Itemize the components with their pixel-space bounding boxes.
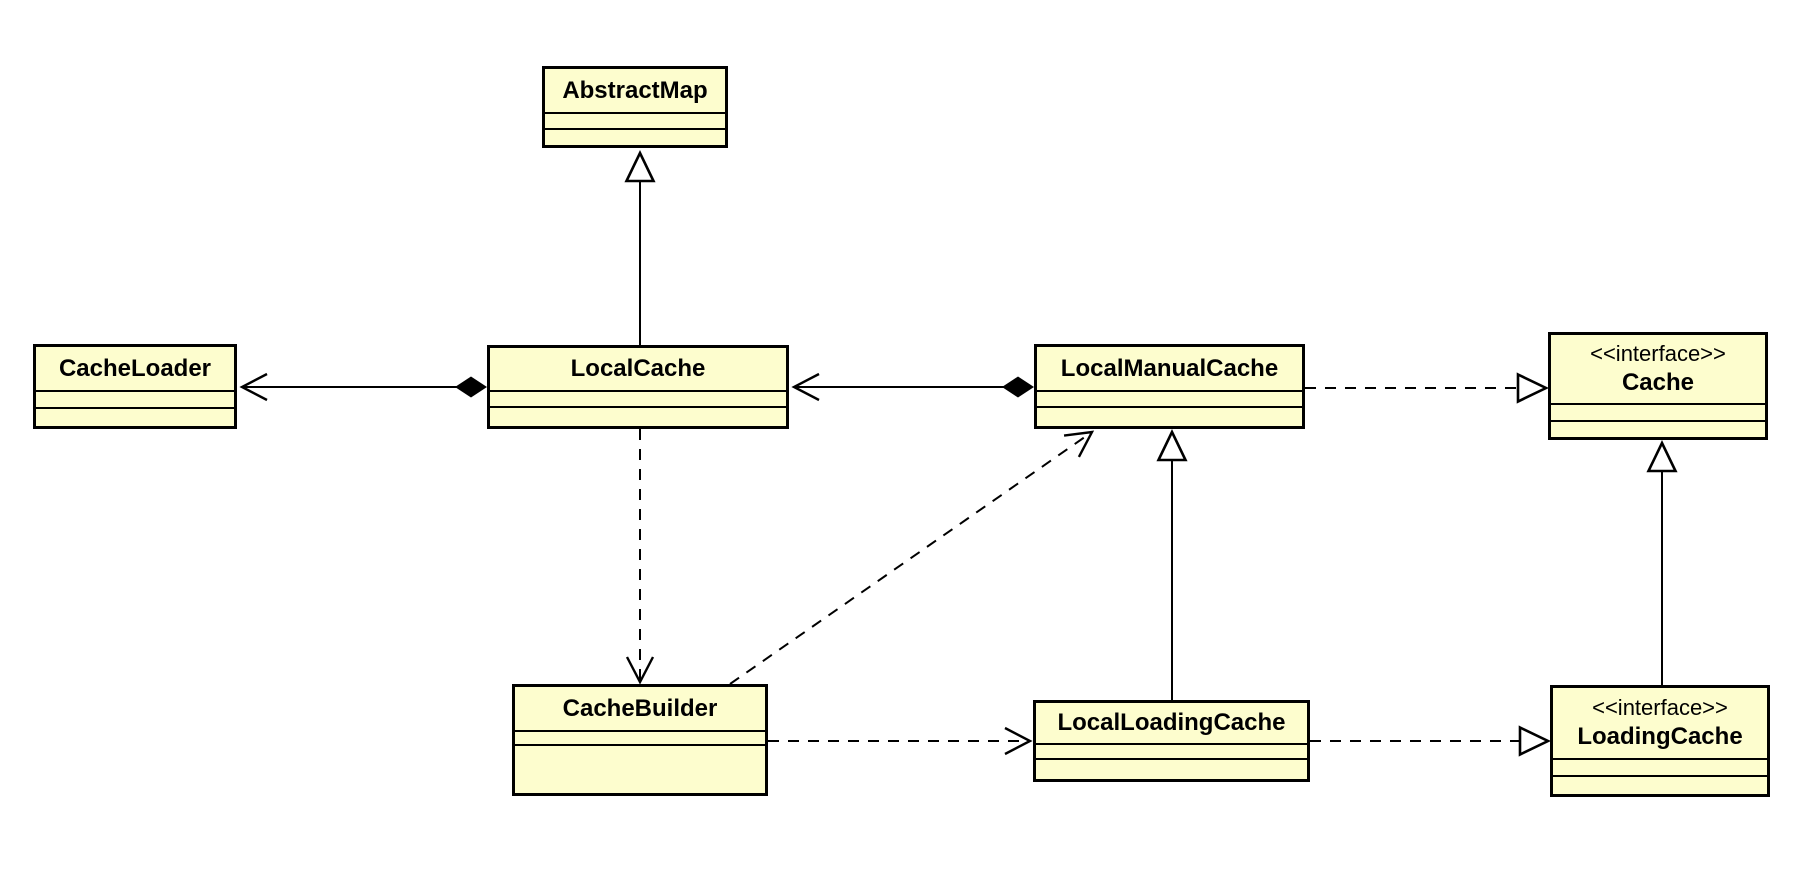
- class-name: LoadingCache: [1577, 722, 1743, 750]
- class-title-compartment: CacheBuilder: [515, 687, 765, 730]
- class-title-compartment: <<interface>> Cache: [1551, 335, 1765, 403]
- attributes-compartment: [545, 112, 725, 128]
- interface-cache: <<interface>> Cache: [1548, 332, 1768, 440]
- class-name: CacheLoader: [58, 354, 212, 382]
- interface-stereotype: <<interface>>: [1592, 694, 1728, 720]
- attributes-compartment: [490, 390, 786, 406]
- class-title-compartment: LocalLoadingCache: [1036, 703, 1307, 743]
- class-title-compartment: <<interface>> LoadingCache: [1553, 688, 1767, 758]
- attributes-compartment: [1036, 743, 1307, 758]
- attributes-compartment: [1037, 390, 1302, 406]
- attributes-compartment: [1553, 758, 1767, 775]
- methods-compartment: [515, 744, 765, 793]
- methods-compartment: [490, 406, 786, 426]
- interface-stereotype: <<interface>>: [1590, 340, 1726, 366]
- class-title-compartment: LocalManualCache: [1037, 347, 1302, 390]
- methods-compartment: [1037, 406, 1302, 426]
- class-name: Cache: [1621, 368, 1695, 396]
- edge-cachebuilder-depends-localmanualcache: [729, 430, 1095, 685]
- class-title-compartment: CacheLoader: [36, 347, 234, 390]
- methods-compartment: [1553, 775, 1767, 794]
- attributes-compartment: [36, 390, 234, 407]
- methods-compartment: [1036, 758, 1307, 779]
- attributes-compartment: [515, 730, 765, 744]
- class-name: LocalCache: [570, 355, 706, 383]
- methods-compartment: [1551, 420, 1765, 437]
- class-cachebuilder: CacheBuilder: [512, 684, 768, 796]
- class-name: LocalManualCache: [1060, 354, 1279, 382]
- class-name: CacheBuilder: [562, 694, 718, 722]
- interface-loadingcache: <<interface>> LoadingCache: [1550, 685, 1770, 797]
- class-title-compartment: LocalCache: [490, 348, 786, 390]
- class-abstractmap: AbstractMap: [542, 66, 728, 148]
- methods-compartment: [36, 407, 234, 426]
- methods-compartment: [545, 128, 725, 145]
- composition-diamond-localmanualcache: [1002, 376, 1034, 398]
- class-localmanualcache: LocalManualCache: [1034, 344, 1305, 429]
- composition-diamond-localcache: [455, 376, 487, 398]
- class-title-compartment: AbstractMap: [545, 69, 725, 112]
- class-localcache: LocalCache: [487, 345, 789, 429]
- attributes-compartment: [1551, 403, 1765, 420]
- class-cacheloader: CacheLoader: [33, 344, 237, 429]
- class-name: AbstractMap: [562, 76, 708, 104]
- class-localloadingcache: LocalLoadingCache: [1033, 700, 1310, 782]
- class-name: LocalLoadingCache: [1057, 709, 1286, 737]
